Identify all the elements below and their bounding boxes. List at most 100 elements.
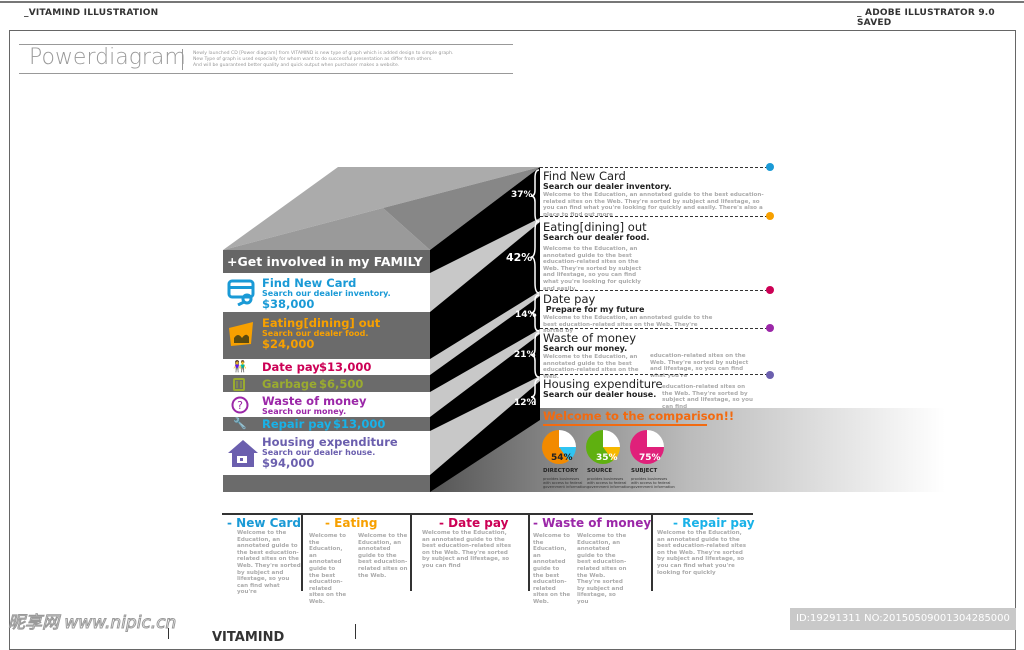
roof-front xyxy=(223,208,430,250)
roof-back xyxy=(223,167,540,250)
side-stripe xyxy=(430,218,540,312)
watermark-id: ID:19291311 NO:20150509001304285000 xyxy=(790,608,1016,630)
brand-label: _VITAMIND ILLUSTRATION xyxy=(24,8,159,18)
pie-directory xyxy=(542,430,576,464)
marker-dot xyxy=(766,371,774,379)
pie-source xyxy=(586,430,620,464)
column-body: Welcome to the Education, an annotated g… xyxy=(309,533,347,605)
column-body-2: Welcome to the Education, an annotated g… xyxy=(358,533,408,579)
desc-line: Newly launched CD [Power diagram] from V… xyxy=(193,51,454,56)
front-item-date: 👫 Date pay$13,000 xyxy=(223,359,430,375)
credit-card-icon xyxy=(227,279,255,306)
title-band xyxy=(19,44,513,74)
couple-icon: 👫 xyxy=(233,360,247,373)
item-amount: $94,000 xyxy=(262,456,315,470)
item-amount: $13,000 xyxy=(333,417,386,431)
pie-text: provides businesses with access to feder… xyxy=(587,477,631,489)
detail-subtitle: Search our dealer food. xyxy=(543,233,650,242)
question-icon: ? xyxy=(231,396,249,414)
item-subtitle: Search our money. xyxy=(262,407,347,416)
item-title: Garbage xyxy=(262,377,317,391)
side-stripe xyxy=(430,376,540,475)
column-divider xyxy=(528,514,530,591)
pie-label: DIRECTORY xyxy=(543,468,578,474)
front-footer xyxy=(223,475,430,492)
side-stripe xyxy=(430,291,540,375)
detail-title: Housing expenditure xyxy=(543,377,663,391)
column-body: Welcome to the Education, an annotated g… xyxy=(533,533,571,605)
house-icon xyxy=(228,440,258,467)
desc-line: And will be guaranteed better quality an… xyxy=(193,62,400,68)
column-body: Welcome to the Education, an annotated g… xyxy=(422,530,512,569)
detail-subtitle: Prepare for my future xyxy=(543,305,645,314)
item-subtitle: Search our dealer house. xyxy=(262,448,376,457)
front-header-text: +Get involved in my FAMILY xyxy=(227,254,423,269)
braces xyxy=(530,169,540,405)
detail-body-2: education-related sites on the Web. They… xyxy=(662,384,753,410)
item-subtitle: Search our dealer inventory. xyxy=(262,289,391,298)
comparison-title: Welcome to the comparison!! xyxy=(543,409,734,426)
divider xyxy=(540,290,768,291)
software-label: _ ADOBE ILLUSTRATOR 9.0 SAVED xyxy=(857,8,995,28)
pie-subject xyxy=(630,430,664,464)
item-title: Date pay xyxy=(262,360,320,374)
percent-label: 42% xyxy=(506,251,533,264)
page-title: Powerdiagram xyxy=(29,45,186,70)
detail-title: Find New Card xyxy=(543,169,626,183)
pie-value: 35% xyxy=(596,453,618,463)
pie-value: 54% xyxy=(551,453,573,463)
marker-dot xyxy=(766,324,774,332)
percent-label: 12% xyxy=(514,398,536,408)
food-icon xyxy=(229,322,253,346)
column-body-2: Welcome to the Education, an annotated g… xyxy=(577,533,627,605)
divider xyxy=(540,167,768,168)
svg-text:?: ? xyxy=(237,399,243,412)
detail-body: Welcome to the Education, an annotated g… xyxy=(543,192,764,218)
watermark-logo: 昵享网 www.nipic.cn xyxy=(7,613,177,634)
percent-label: 21% xyxy=(514,350,536,360)
item-title: Find New Card xyxy=(262,276,357,290)
detail-title: Date pay xyxy=(543,292,596,306)
item-subtitle: Search our dealer food. xyxy=(262,329,369,338)
footer-divider xyxy=(168,628,169,639)
column-title: - Waste of money xyxy=(533,516,652,530)
divider xyxy=(540,374,768,375)
detail-subtitle: Search our dealer inventory. xyxy=(543,182,672,191)
pie-text: provides businesses with access to feder… xyxy=(631,477,675,489)
column-title: - Eating xyxy=(325,516,378,530)
item-title: Eating[dining] out xyxy=(262,316,381,330)
title-description: Newly launched CD [Power diagram] from V… xyxy=(193,51,453,68)
marker-dot xyxy=(766,212,774,220)
column-title: - Date pay xyxy=(439,516,509,530)
item-title: Housing expenditure xyxy=(262,435,398,449)
detail-body: Welcome to the Education, an annotated g… xyxy=(543,246,642,292)
footer-brand: VITAMIND xyxy=(212,630,285,645)
item-amount: $6,500 xyxy=(319,377,364,391)
pie-label: SOURCE xyxy=(587,468,613,474)
column-title: - Repair pay xyxy=(673,516,755,530)
percent-label: 37% xyxy=(511,190,533,200)
detail-title: Waste of money xyxy=(543,331,637,345)
column-divider xyxy=(410,514,412,591)
marker-dot xyxy=(766,286,774,294)
column-body: Welcome to the Education, an annotated g… xyxy=(237,530,301,596)
column-divider xyxy=(301,514,303,591)
front-item-repair: 🔧 Repair pay$13,000 xyxy=(223,417,430,431)
detail-title: Eating[dining] out xyxy=(543,220,647,234)
roof-side xyxy=(383,167,540,250)
table-top-rule xyxy=(222,513,753,515)
pie-text: provides businesses with access to feder… xyxy=(543,477,587,489)
divider xyxy=(540,328,768,329)
trash-icon xyxy=(233,378,245,391)
